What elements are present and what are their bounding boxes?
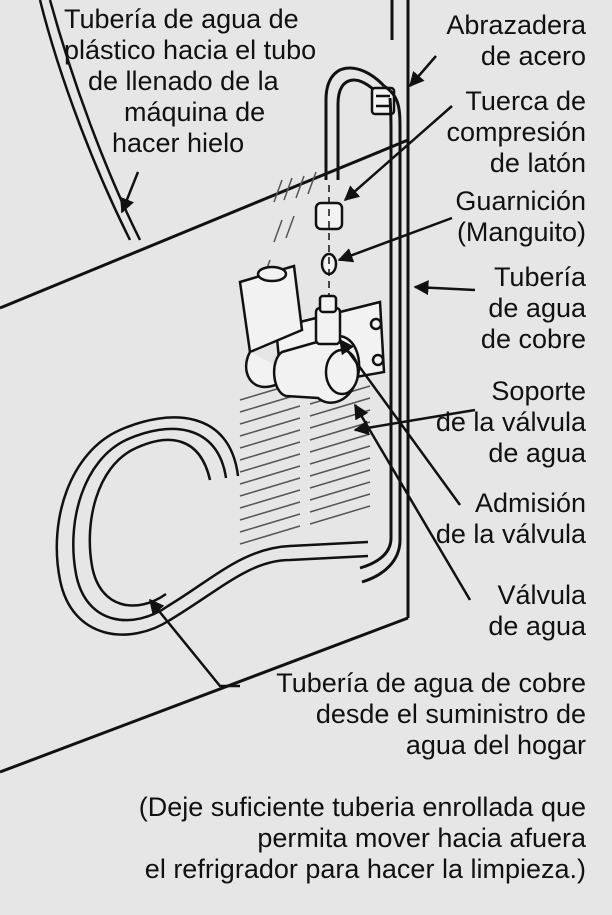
label-line: agua del hogar <box>405 730 586 760</box>
coiled-supply-line <box>55 416 369 636</box>
arrow-valve-bracket <box>353 408 476 436</box>
label-brass-compression-nut: Tuerca de compresión de latón <box>446 86 586 179</box>
plastic-tube <box>324 66 386 180</box>
label-line: Tubería <box>493 262 586 292</box>
label-line: de agua <box>488 293 586 323</box>
label-household-supply-line: Tubería de agua de cobre desde el sumini… <box>276 668 586 761</box>
arrow-brass-nut <box>343 105 453 201</box>
label-line: de la válvula <box>435 407 586 437</box>
pointer-arrows <box>120 55 476 688</box>
arrow-ferrule <box>337 216 453 263</box>
label-line: Guarnición <box>455 186 586 216</box>
arrow-plastic-line <box>120 171 140 214</box>
label-plastic-water-line: Tubería de agua de plástico hacia el tub… <box>64 4 316 159</box>
label-steel-clamp: Abrazadera de acero <box>446 10 586 72</box>
label-line: Tubería de agua de <box>64 4 299 34</box>
label-ferrule: Guarnición (Manguito) <box>455 186 586 248</box>
label-line: compresión <box>446 117 586 147</box>
label-line: plástico hacia el tubo <box>64 35 317 65</box>
label-line: Válvula <box>497 580 586 610</box>
label-line: (Manguito) <box>456 217 586 247</box>
label-line: Admisión <box>474 488 586 518</box>
label-line: de cobre <box>480 324 586 354</box>
label-line: Tubería de agua de cobre <box>276 668 586 698</box>
label-valve-bracket: Soporte de la válvula de agua <box>436 376 586 469</box>
steel-clamp <box>370 86 396 116</box>
arrow-steel-clamp <box>409 55 437 88</box>
arrow-supply-line <box>149 598 240 688</box>
label-line: de agua <box>488 438 586 468</box>
copper-pipe <box>359 84 402 584</box>
label-line: de agua <box>488 611 586 641</box>
note-line: el refrigrador para hacer la limpieza.) <box>144 854 586 884</box>
arrow-water-valve <box>353 403 472 601</box>
label-line: de llenado de la <box>88 66 279 96</box>
arrow-copper-line <box>413 280 476 296</box>
label-line: Soporte <box>491 376 586 406</box>
note-line: (Deje suficiente tuberia enrollada que <box>138 792 586 822</box>
label-line: de acero <box>480 41 586 71</box>
note-line: permita mover hacia afuera <box>257 823 586 853</box>
cabinet-outline <box>0 0 410 774</box>
label-line: desde el suministro de <box>315 699 586 729</box>
cleaning-note: (Deje suficiente tuberia enrollada que p… <box>139 792 586 885</box>
label-line: hacer hielo <box>112 128 245 158</box>
water-valve-body <box>238 264 361 404</box>
label-copper-water-line: Tubería de agua de cobre <box>481 262 586 355</box>
label-line: de la válvula <box>435 519 586 549</box>
label-line: Abrazadera <box>446 10 586 40</box>
label-line: Tuerca de <box>465 86 586 116</box>
label-line: máquina de <box>124 97 266 127</box>
label-valve-inlet: Admisión de la válvula <box>436 488 586 550</box>
label-water-valve: Válvula de agua <box>488 580 586 642</box>
arrow-valve-inlet <box>338 338 462 506</box>
label-line: de latón <box>489 148 586 178</box>
